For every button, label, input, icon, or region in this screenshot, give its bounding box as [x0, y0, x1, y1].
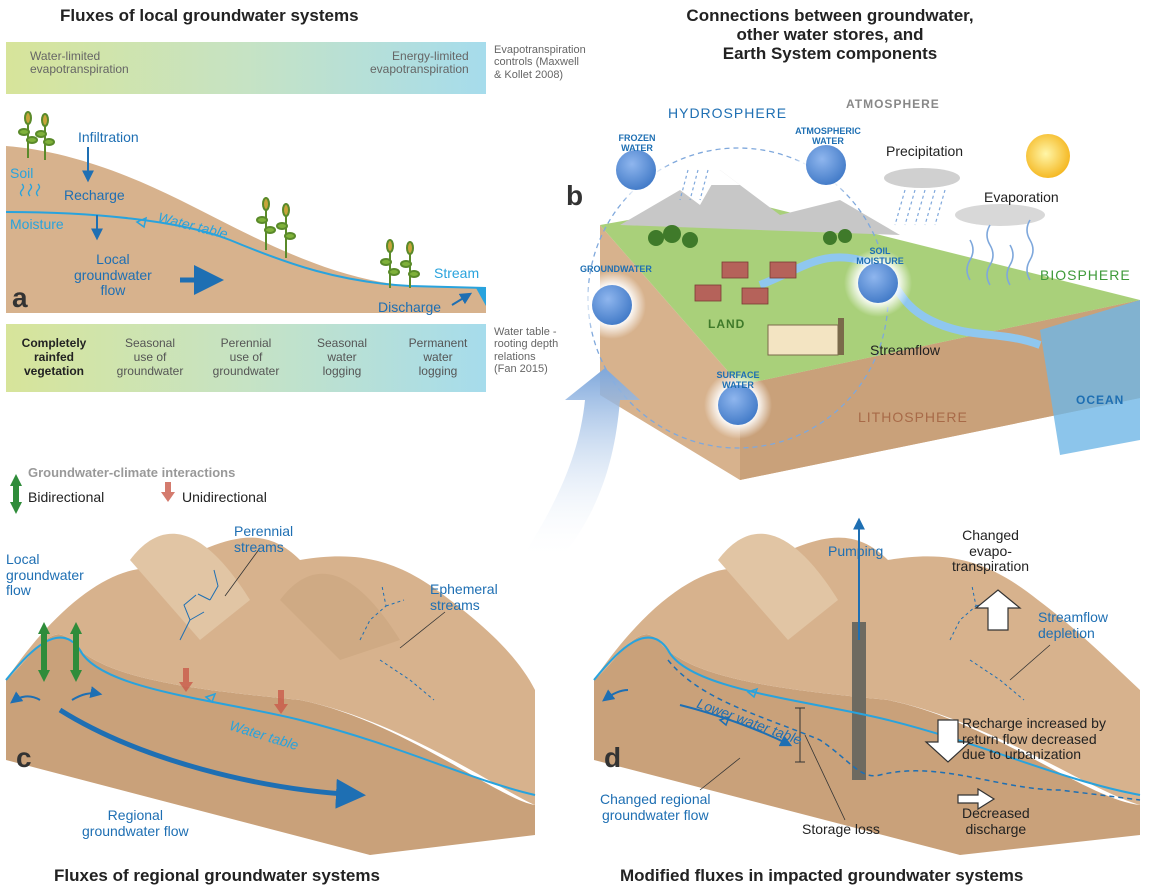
- groundwater-orb: [592, 285, 632, 325]
- et-note: Evapotranspiration controls (Maxwell & K…: [494, 44, 586, 81]
- rooting-cell: Completely rainfed vegetation: [21, 336, 87, 378]
- regional-water-table-line: [5, 636, 536, 796]
- biosphere-label: BIOSPHERE: [1040, 267, 1131, 283]
- panel-c-art: [5, 474, 536, 855]
- soil-moisture-orb: [858, 263, 898, 303]
- perennial-label: Perennial streams: [234, 523, 294, 555]
- groundwater-label: GROUNDWATER: [580, 264, 652, 274]
- rooting-cell: Seasonal use of groundwater: [116, 336, 184, 378]
- frozen-water-label: FROZEN WATER: [618, 133, 656, 154]
- ocean-label: OCEAN: [1076, 393, 1125, 407]
- infiltration-label: Infiltration: [78, 129, 139, 145]
- panel-a-title: Fluxes of local groundwater systems: [60, 6, 359, 25]
- streamflow-label: Streamflow: [870, 342, 941, 358]
- legend-bidirectional: Bidirectional: [28, 489, 105, 505]
- changed-regional-label: Changed regional groundwater flow: [600, 791, 711, 823]
- evaporation-label: Evaporation: [984, 189, 1059, 205]
- legend-heading: Groundwater-climate interactions: [28, 465, 236, 480]
- precipitation-label: Precipitation: [886, 143, 964, 159]
- atmosphere-label: ATMOSPHERE: [846, 97, 940, 111]
- surface-water-label: SURFACE WATER: [716, 370, 760, 391]
- panel-a-letter: a: [12, 282, 28, 313]
- surface-water-orb: [718, 385, 758, 425]
- lithosphere-label: LITHOSPHERE: [858, 409, 968, 425]
- local-water-table-line: [5, 211, 487, 289]
- soil-moisture-label: SOIL MOISTURE: [856, 246, 904, 267]
- panel-d-title: Modified fluxes in impacted groundwater …: [620, 866, 1024, 885]
- recharge-label: Recharge: [64, 187, 125, 203]
- panel-b-title: Connections between groundwater, other w…: [686, 6, 974, 64]
- recharge-arrow: [924, 719, 972, 763]
- panel-c-letter: c: [16, 742, 32, 773]
- panel-d-letter: d: [604, 742, 622, 773]
- panel-b-letter: b: [566, 180, 584, 211]
- atmospheric-water-label: ATMOSPHERIC WATER: [795, 126, 861, 147]
- local-flow-label-a: Local groundwater flow: [74, 251, 152, 299]
- changed-et-arrow: [974, 589, 1022, 631]
- panel-d-art: [593, 517, 1141, 855]
- rooting-note: Water table - rooting depth relations (F…: [494, 326, 559, 375]
- atmospheric-water-orb: [806, 145, 846, 185]
- frozen-water-orb: [616, 150, 656, 190]
- recharge-change-label: Recharge increased by return flow decrea…: [962, 715, 1106, 763]
- regional-flow-label: Regional groundwater flow: [82, 807, 189, 839]
- rooting-cell: Seasonal water logging: [316, 336, 368, 378]
- local-ground-cross-section: [6, 146, 486, 313]
- decreased-discharge-label: Decreased discharge: [962, 805, 1030, 837]
- legend-unidirectional: Unidirectional: [182, 489, 267, 505]
- connection-arrow: [520, 368, 640, 560]
- et-left-label: Water-limited evapotranspiration: [30, 49, 129, 77]
- hydrosphere-label: HYDROSPHERE: [668, 105, 788, 121]
- land-label: LAND: [708, 317, 746, 331]
- local-flow-label-c: Local groundwater flow: [6, 551, 84, 599]
- stream-label: Stream: [434, 265, 480, 281]
- storage-loss-label: Storage loss: [802, 821, 880, 837]
- ephemeral-label: Ephemeral streams: [430, 581, 498, 613]
- rooting-cell: Perennial use of groundwater: [212, 336, 280, 378]
- discharge-label: Discharge: [378, 299, 442, 315]
- et-gradient-band: [6, 42, 486, 94]
- changed-et-label: Changed evapo- transpiration: [952, 527, 1030, 575]
- panel-a-art: [5, 42, 487, 392]
- rooting-band: Completely rainfed vegetation Seasonal u…: [6, 324, 486, 392]
- moisture-label: Moisture: [10, 216, 64, 232]
- panel-b-art: [520, 131, 1140, 560]
- rooting-gradient-band: [6, 324, 486, 392]
- soil-label: Soil: [10, 165, 34, 181]
- et-right-label: Energy-limited evapotranspiration: [370, 49, 469, 77]
- streamflow-depletion-label: Streamflow depletion: [1038, 609, 1109, 641]
- store-orbs: [578, 131, 912, 439]
- pumping-label: Pumping: [828, 543, 884, 559]
- panel-c-title: Fluxes of regional groundwater systems: [54, 866, 380, 885]
- rooting-cell: Permanent water logging: [408, 336, 468, 378]
